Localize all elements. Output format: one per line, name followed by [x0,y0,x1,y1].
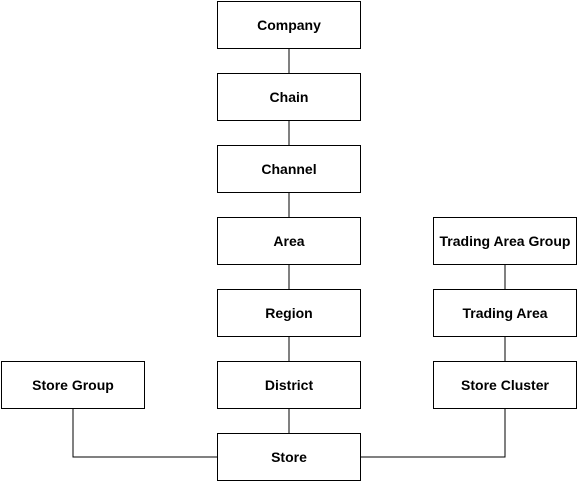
node-store-group-label: Store Group [32,377,114,393]
node-chain: Chain [217,73,361,121]
node-area-label: Area [273,233,305,249]
node-region-label: Region [265,305,313,321]
node-company-label: Company [257,17,321,33]
node-area: Area [217,217,361,265]
node-trading-area-label: Trading Area [462,305,548,321]
node-trading-area-group-label: Trading Area Group [439,233,571,249]
node-company: Company [217,1,361,49]
node-chain-label: Chain [269,89,309,105]
node-channel: Channel [217,145,361,193]
node-store: Store [217,433,361,481]
node-district: District [217,361,361,409]
edge-cluster-store [361,409,506,458]
node-trading-area-group: Trading Area Group [433,217,577,265]
node-store-cluster: Store Cluster [433,361,577,409]
node-store-label: Store [271,449,307,465]
node-trading-area: Trading Area [433,289,577,337]
node-store-cluster-label: Store Cluster [461,377,549,393]
node-district-label: District [264,377,314,393]
node-region: Region [217,289,361,337]
edge-storegroup-store [72,409,217,458]
node-channel-label: Channel [261,161,317,177]
node-store-group: Store Group [1,361,145,409]
